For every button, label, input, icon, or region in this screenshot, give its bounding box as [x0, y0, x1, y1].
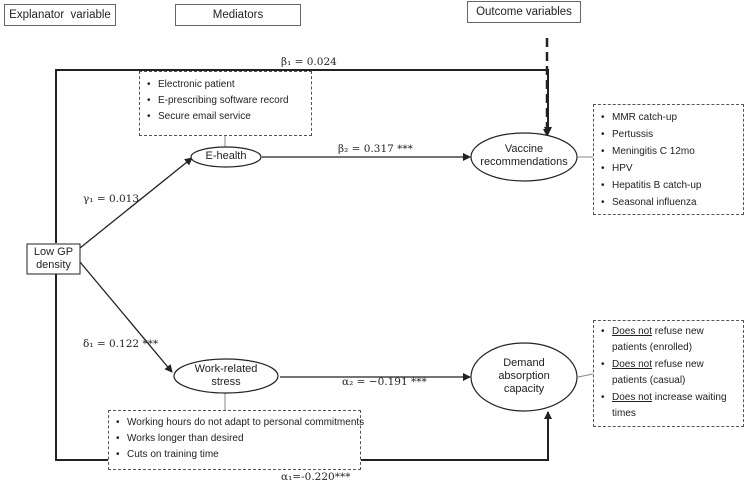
- stress-item: Cuts on training time: [113, 447, 360, 463]
- ehealth-item: Secure email service: [144, 109, 311, 125]
- demand-item-text: refuse new patients (casual): [612, 359, 704, 386]
- low-gp-density-label: Low GP density: [33, 246, 74, 271]
- vaccine-item: MMR catch-up: [598, 109, 743, 126]
- header-explanatory: Explanator variable: [4, 4, 116, 26]
- stress-item: Works longer than desired: [113, 431, 360, 447]
- work-stress-label: Work-related stress: [194, 363, 258, 388]
- vaccine-item: Pertussis: [598, 126, 743, 143]
- vaccine-node: [470, 132, 578, 182]
- ehealth-node: [190, 146, 262, 168]
- low-gp-density-box: [26, 243, 81, 275]
- vaccine-item: Seasonal influenza: [598, 194, 743, 211]
- demand-item: Does not refuse new patients (enrolled): [598, 324, 740, 355]
- path-delta1: [79, 261, 173, 373]
- ehealth-indicators-box: Electronic patient E-prescribing softwar…: [139, 71, 312, 136]
- vaccine-item: HPV: [598, 160, 743, 177]
- header-explanatory-label: Explanator variable: [9, 9, 111, 21]
- vaccine-item: Hepatitis B catch-up: [598, 177, 743, 194]
- stress-indicators-box: Working hours do not adapt to personal c…: [108, 410, 364, 470]
- demand-item-negation: Does not: [612, 392, 653, 403]
- vaccine-label: Vaccine recommendations: [480, 143, 568, 168]
- path-gamma1: [79, 157, 193, 249]
- header-outcomes: Outcome variables: [467, 1, 581, 23]
- header-outcomes-label: Outcome variables: [476, 6, 572, 18]
- coef-gamma1: γ₁ = 0.013: [83, 193, 140, 205]
- connector-demand-box: [577, 373, 594, 378]
- demand-node: [470, 342, 578, 412]
- coef-delta1: δ₁ = 0.122 ***: [83, 338, 159, 350]
- ehealth-label: E-health: [205, 150, 247, 162]
- header-mediators: Mediators: [175, 4, 301, 26]
- ehealth-item: E-prescribing software record: [144, 93, 311, 109]
- demand-indicators-box: Does not refuse new patients (enrolled) …: [593, 320, 744, 427]
- demand-item-negation: Does not: [612, 359, 653, 370]
- coef-alpha1: α₁=-0.220***: [281, 471, 351, 483]
- vaccine-item: Meningitis C 12mo: [598, 143, 743, 160]
- demand-label: Demand absorption capacity: [498, 357, 550, 395]
- demand-item: Does not refuse new patients (casual): [598, 357, 740, 388]
- coef-beta1: β₁ = 0.024: [281, 56, 337, 68]
- demand-item-text: refuse new patients (enrolled): [612, 326, 704, 353]
- demand-item: Does not increase waiting times: [598, 390, 740, 421]
- coef-alpha2: α₂ = −0.191 ***: [342, 376, 427, 388]
- coef-beta2: β₂ = 0.317 ***: [338, 143, 413, 155]
- demand-item-text: increase waiting times: [612, 392, 727, 419]
- stress-item: Working hours do not adapt to personal c…: [113, 415, 364, 431]
- work-stress-node: [173, 358, 279, 394]
- demand-item-negation: Does not: [612, 326, 653, 337]
- vaccine-indicators-box: MMR catch-up Pertussis Meningitis C 12mo…: [593, 104, 744, 215]
- header-mediators-label: Mediators: [212, 9, 264, 21]
- ehealth-item: Electronic patient: [144, 77, 311, 93]
